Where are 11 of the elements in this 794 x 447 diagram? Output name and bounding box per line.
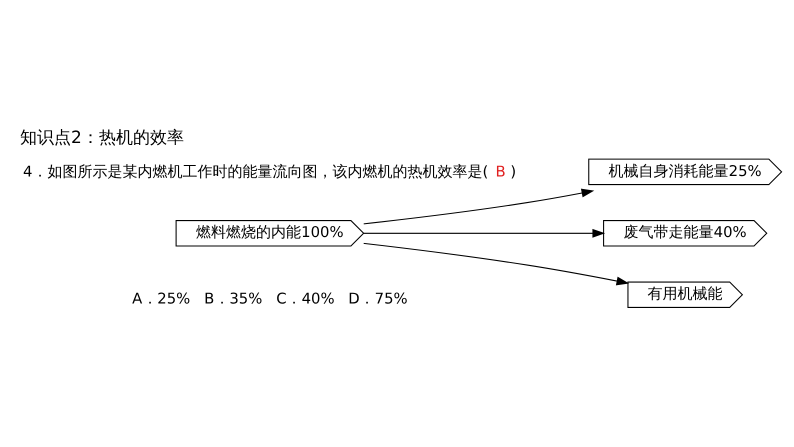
arrow (364, 242, 630, 286)
label: D．75% (348, 290, 408, 308)
label: ) (510, 163, 516, 180)
arrow (364, 228, 606, 238)
label: 4．如图所示是某内燃机工作时的能量流向图，该内燃机的热机效率是( (23, 163, 488, 180)
arrow (364, 188, 594, 224)
label: C．40% (276, 290, 335, 308)
label: B．35% (204, 290, 262, 308)
diagram-title: 知识点2：热机的效率 (20, 127, 184, 148)
label: B (496, 163, 506, 180)
label: A．25% (132, 290, 190, 308)
